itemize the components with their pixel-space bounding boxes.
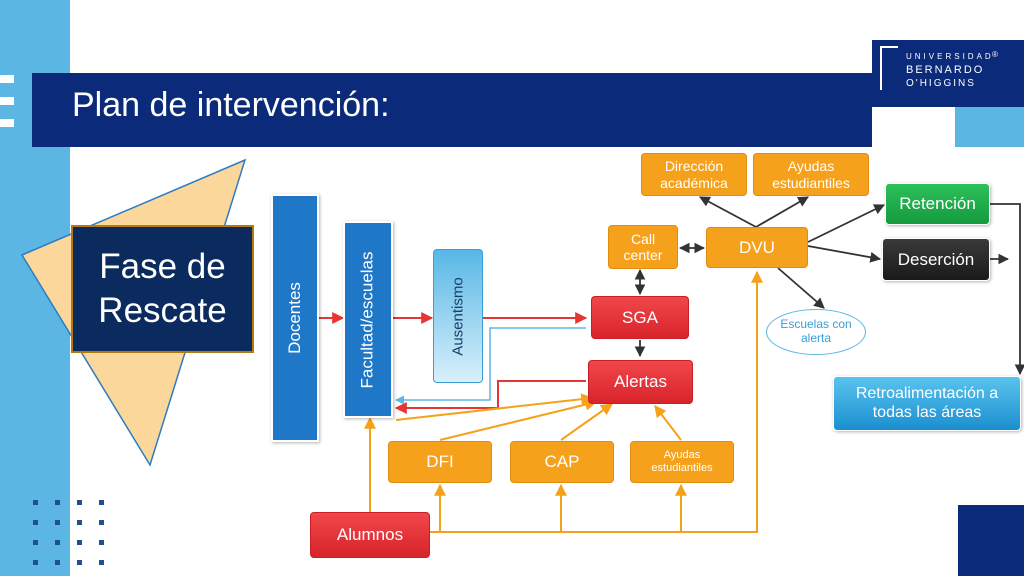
arrow-dfi-alertas (439, 398, 598, 441)
call-center-node: Call center (608, 225, 678, 269)
ayudas-bottom-node: Ayudas estudiantiles (630, 441, 734, 483)
ausentismo-bar: Ausentismo (433, 249, 483, 383)
dvu-label: DVU (739, 237, 775, 257)
retroalimentacion-label: Retroalimentación a todas las áreas (855, 385, 999, 421)
ayudas-bottom-label: Ayudas estudiantiles (651, 449, 713, 474)
arrow-cap-alertas (560, 403, 613, 441)
cap-node: CAP (510, 441, 614, 483)
escuelas-alerta-label: Escuelas con alerta (780, 317, 852, 345)
dot-pattern (33, 500, 104, 565)
arrow-dvu-retencion (807, 204, 885, 243)
dfi-label: DFI (426, 452, 454, 472)
ayudas-top-node: Ayudas estudiantiles (753, 153, 869, 196)
arrow-alertas-facultad (394, 380, 586, 414)
ayudas-top-label: Ayudas estudiantiles (772, 158, 850, 191)
logo-line1: UNIVERSIDAD (906, 52, 994, 61)
dfi-node: DFI (388, 441, 492, 483)
arrow-dvu-escuelas (777, 267, 825, 309)
title-bar (32, 73, 872, 147)
arrow-sga-facultad (395, 327, 586, 405)
facultad-bar: Facultad/escuelas (343, 221, 393, 418)
retencion-label: Retención (899, 194, 976, 214)
arrow-dvu-desercion (807, 245, 882, 263)
logo-line3: O'HIGGINS (906, 78, 976, 89)
direccion-label: Dirección académica (660, 158, 728, 191)
phase-box-label: Fase de Rescate (98, 247, 227, 330)
sga-node: SGA (591, 296, 689, 339)
logo-emblem (880, 46, 898, 90)
direccion-node: Dirección académica (641, 153, 747, 196)
retencion-node: Retención (885, 183, 990, 225)
docentes-bar: Docentes (271, 194, 319, 442)
sga-label: SGA (622, 307, 658, 327)
call-center-label: Call center (623, 230, 663, 263)
retroalimentacion-node: Retroalimentación a todas las áreas (833, 376, 1021, 431)
logo-panel (872, 40, 1024, 107)
desercion-label: Deserción (897, 249, 975, 269)
alertas-node: Alertas (588, 360, 693, 404)
arrow-ayudas-alertas (654, 405, 682, 441)
page-title: Plan de intervención: (72, 86, 390, 124)
facultad-label: Facultad/escuelas (358, 250, 377, 389)
alumnos-label: Alumnos (336, 525, 404, 545)
dvu-node: DVU (706, 227, 808, 268)
arrow-dvu-direccion (699, 196, 757, 228)
arrow-retencion-retro (990, 203, 1024, 376)
bottom-right-block (958, 505, 1024, 576)
alumnos-bus (430, 270, 763, 533)
university-logo: UNIVERSIDAD BERNARDO O'HIGGINS ® (880, 46, 1020, 102)
desercion-node: Deserción (882, 238, 990, 281)
logo-mark: ® (992, 50, 998, 59)
alertas-label: Alertas (614, 372, 667, 392)
phase-box: Fase de Rescate (71, 225, 254, 353)
ausentismo-label: Ausentismo (449, 276, 467, 356)
top-right-light-blue-block (955, 107, 1024, 147)
left-white-marks (0, 75, 14, 127)
cap-label: CAP (544, 452, 580, 472)
docentes-label: Docentes (285, 282, 305, 354)
logo-line2: BERNARDO (906, 64, 985, 76)
arrow-dvu-ayudas (755, 196, 809, 228)
arrow-facultad-alertas (395, 393, 594, 421)
escuelas-alerta-node: Escuelas con alerta (766, 309, 866, 355)
alumnos-node: Alumnos (310, 512, 430, 558)
